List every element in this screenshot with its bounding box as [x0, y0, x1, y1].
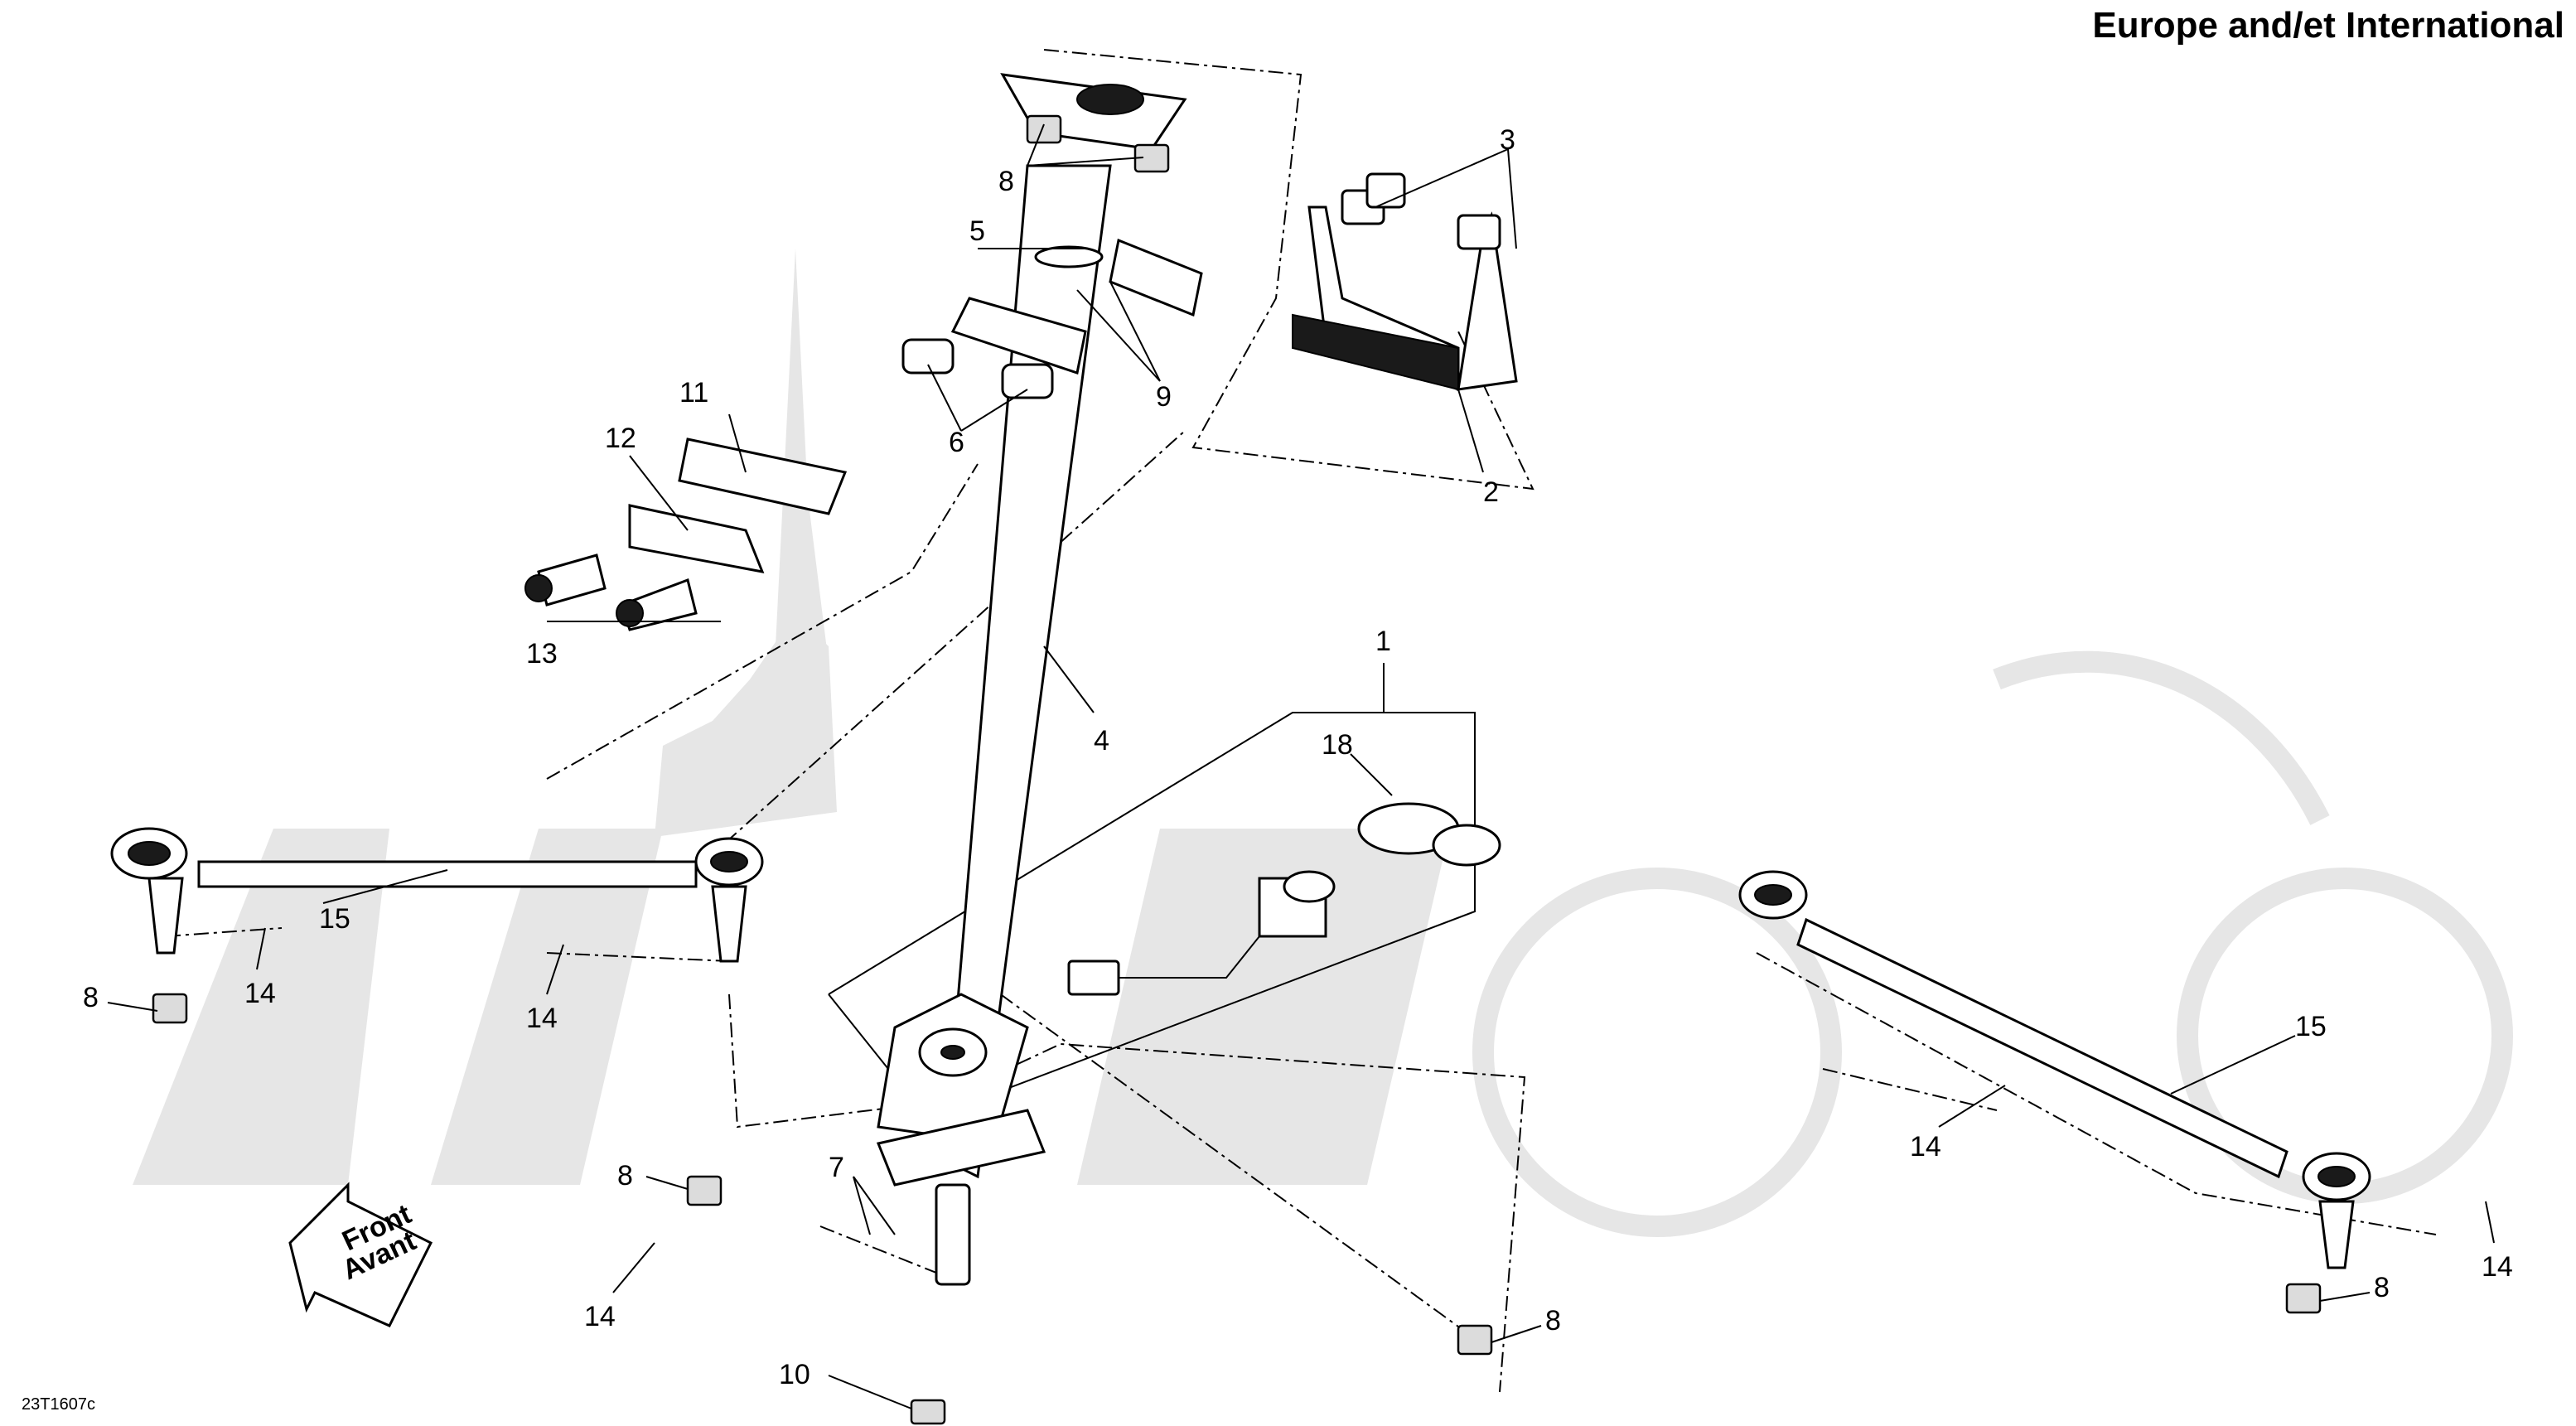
tie-rod-left	[110, 827, 764, 963]
watermark	[133, 249, 2513, 1237]
callout-2: 2	[1483, 476, 1499, 508]
callout-5: 5	[969, 215, 985, 247]
callout-12: 12	[605, 423, 636, 454]
tie-rod-right	[1738, 870, 2371, 1269]
callout-8-top: 8	[998, 166, 1014, 197]
callout-6: 6	[949, 427, 964, 458]
callout-9: 9	[1156, 381, 1172, 413]
callout-11: 11	[679, 377, 708, 408]
callout-14-center: 14	[526, 1003, 558, 1034]
callout-8-left: 8	[83, 982, 99, 1013]
callout-8-right: 8	[2374, 1272, 2390, 1303]
nuts-8	[152, 114, 2322, 1425]
callout-13: 13	[526, 638, 558, 669]
diagram-title: Europe and/et International	[2092, 5, 2564, 46]
callout-8-center: 8	[617, 1160, 633, 1192]
front-arrow: Front Avant	[288, 1182, 433, 1327]
callout-4: 4	[1094, 725, 1109, 757]
leader-lines	[107, 123, 2495, 1409]
plates-and-bolts	[524, 437, 848, 631]
ignition-switch	[1067, 802, 1501, 996]
callout-14-bottom: 14	[584, 1301, 616, 1332]
clamp-blocks	[901, 238, 1203, 399]
callout-10: 10	[779, 1359, 810, 1390]
callout-15-left: 15	[319, 903, 350, 935]
callout-3: 3	[1500, 124, 1515, 156]
callout-7: 7	[829, 1152, 844, 1183]
callout-labels: 1 2 3 4 5 6 7 8 8 8 8 8 9 10 11 12 13 14…	[83, 124, 2513, 1390]
drawing-reference: 23T1607c	[22, 1395, 95, 1414]
handlebar-mount	[1292, 172, 1518, 392]
callout-15-right: 15	[2295, 1011, 2327, 1042]
callout-1: 1	[1375, 626, 1391, 657]
callout-18: 18	[1322, 729, 1353, 761]
callout-14-far-right: 14	[2482, 1251, 2513, 1283]
steering-arm	[876, 993, 1046, 1286]
callout-8-bottom: 8	[1545, 1305, 1561, 1337]
callout-14-right: 14	[1910, 1131, 1941, 1163]
assembly-outlines	[165, 49, 2437, 1393]
callout-14-left: 14	[244, 978, 276, 1009]
